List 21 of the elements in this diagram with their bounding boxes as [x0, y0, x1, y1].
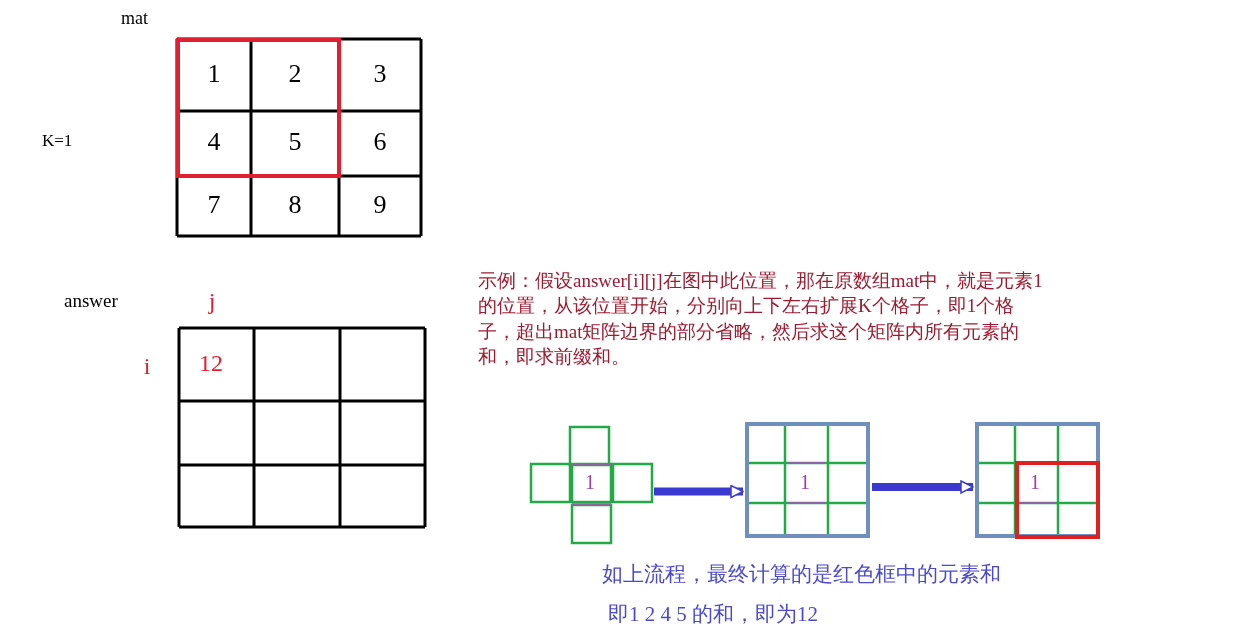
conclusion-text: 即1 2 4 5 的和，即为12	[608, 601, 818, 628]
cell-value: 1	[585, 471, 595, 494]
conclusion-text: 如上流程，最终计算的是红色框中的元素和	[602, 561, 1001, 588]
description-text: 示例：假设answer[i][j]在图中此位置，那在原数组mat中，就是元素1的位置，从该位置开始，分别向上下左右扩展K个格子，即1个格子，超出mat矩阵边界的部分省略，然后求这个矩阵内所有元素的和，即求前缀和。	[478, 269, 1044, 369]
column-index: j	[208, 287, 216, 315]
row-index: i	[143, 352, 151, 380]
cell-value: 4	[207, 127, 221, 158]
parameter-label: K=1	[42, 131, 73, 151]
cell-value: 6	[373, 127, 387, 158]
cell-value: 12	[199, 349, 223, 377]
cell-value: 2	[288, 59, 302, 90]
cell-value: 7	[207, 190, 221, 221]
cell-value: 5	[288, 127, 302, 158]
cell-value: 1	[207, 59, 221, 90]
matrix-title: answer	[64, 290, 118, 312]
matrix-title: mat	[121, 8, 148, 29]
cell-value: 9	[373, 190, 387, 221]
cell-value: 1	[1030, 471, 1040, 494]
cell-value: 3	[373, 59, 387, 90]
cell-value: 1	[800, 471, 810, 494]
cell-value: 8	[288, 190, 302, 221]
